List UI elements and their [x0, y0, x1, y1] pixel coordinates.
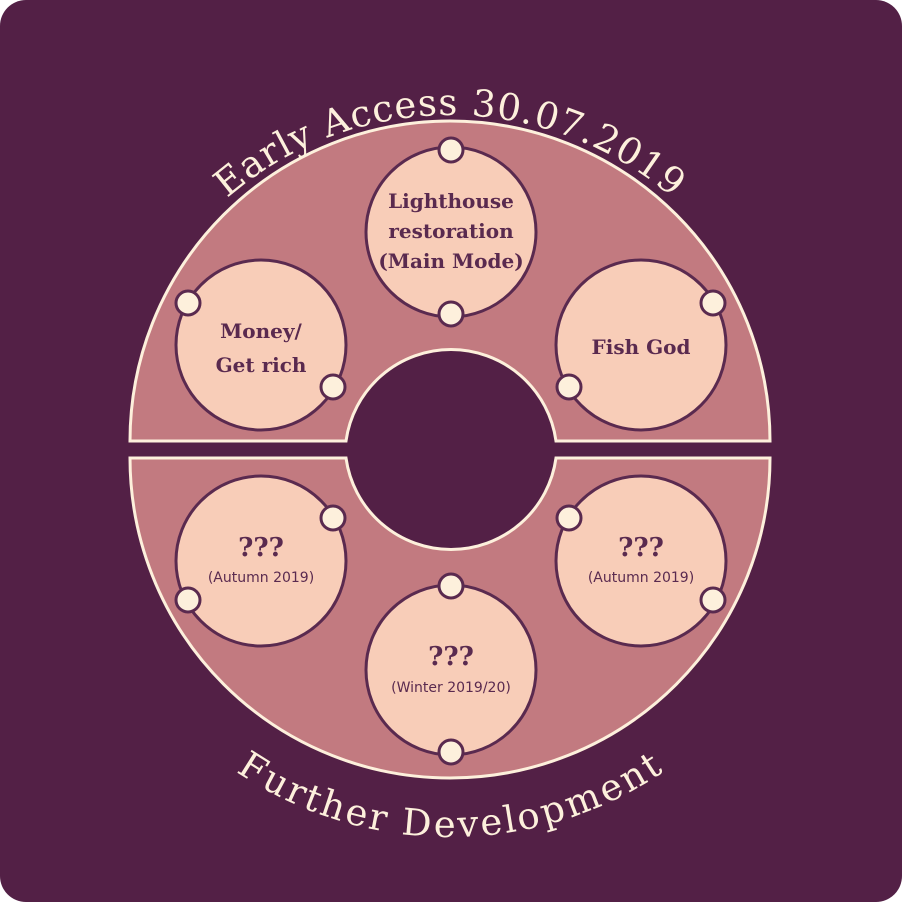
node-label: ??? — [618, 533, 664, 563]
connector-knob — [319, 373, 347, 401]
node-label-line: (Main Mode) — [378, 249, 523, 273]
connector-knob — [437, 136, 465, 164]
node-label: ??? — [238, 533, 284, 563]
node-unknown-autumn-right: ??? (Autumn 2019) — [554, 474, 728, 648]
connector-knob — [437, 572, 465, 600]
connector-knob — [174, 289, 202, 317]
connector-knob — [319, 504, 347, 532]
node-label-line: Fish God — [592, 335, 691, 359]
node-unknown-autumn-left: ??? (Autumn 2019) — [174, 474, 348, 648]
node-label-line: Money/ — [220, 319, 302, 343]
node-label-line: Get rich — [216, 353, 307, 377]
connector-knob — [555, 504, 583, 532]
connector-knob — [699, 289, 727, 317]
node-label-line: restoration — [388, 219, 514, 243]
node-money: Money/ Get rich — [174, 258, 348, 432]
connector-knob — [555, 373, 583, 401]
connector-knob — [437, 738, 465, 766]
node-unknown-winter: ??? (Winter 2019/20) — [364, 572, 538, 766]
node-label: ??? — [428, 642, 474, 672]
connector-knob — [699, 586, 727, 614]
node-date: (Winter 2019/20) — [391, 680, 511, 696]
node-date: (Autumn 2019) — [588, 570, 694, 586]
connector-knob — [437, 300, 465, 328]
node-date: (Autumn 2019) — [208, 570, 314, 586]
node-lighthouse-restoration: Lighthouse restoration (Main Mode) — [364, 136, 538, 328]
node-label-line: Lighthouse — [388, 189, 514, 213]
connector-knob — [174, 586, 202, 614]
node-fish-god: Fish God — [554, 258, 728, 432]
